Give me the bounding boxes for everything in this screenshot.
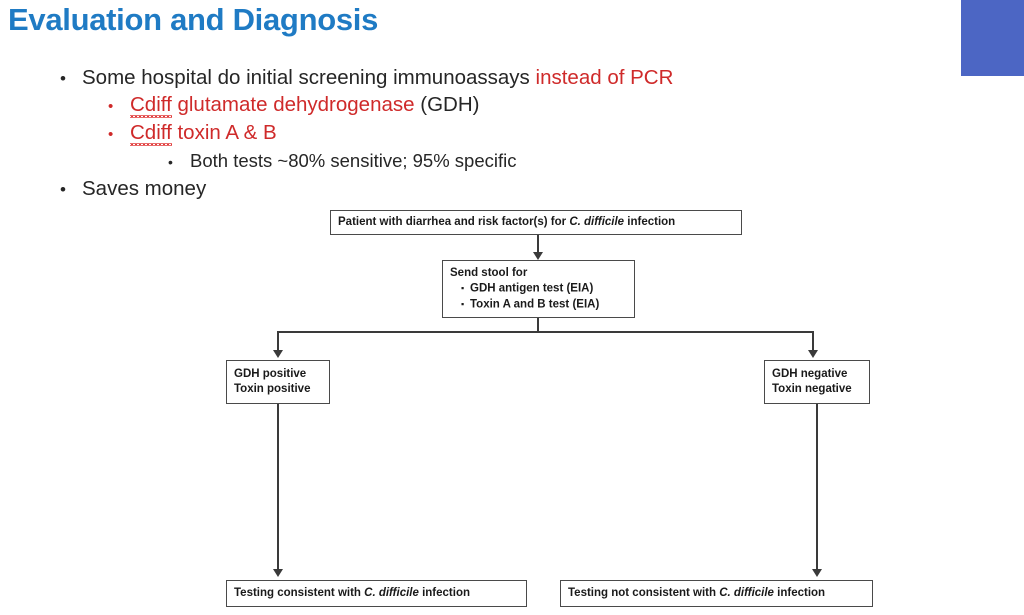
flowchart-node-gdh-positive: GDH positive Toxin positive: [226, 360, 330, 404]
connector-negative-to-result: [816, 404, 818, 570]
text-part-a: Patient with diarrhea and risk factor(s)…: [338, 216, 570, 228]
misspelled-word: Cdiff: [130, 121, 172, 144]
connector-positive-to-result: [277, 404, 279, 570]
flowchart-node-stool-item-text: Toxin A and B test (EIA): [470, 298, 600, 311]
corner-accent-block: [961, 0, 1024, 76]
square-bullet-icon: ▪: [461, 298, 465, 309]
flowchart-node-stool-item: ▪ GDH antigen test (EIA): [450, 281, 627, 297]
text-part-b: infection: [418, 587, 471, 599]
list-item-text-highlight: toxin A & B: [171, 121, 277, 144]
bullet-list: • Some hospital do initial screening imm…: [60, 64, 950, 203]
bullet-marker-icon: •: [60, 180, 66, 199]
list-item-text-highlight: instead of PCR: [535, 66, 674, 89]
list-item: • Cdiff toxin A & B: [60, 120, 950, 148]
flowchart-node-gdh-positive-line2: Toxin positive: [234, 383, 311, 395]
flowchart-node-gdh-negative: GDH negative Toxin negative: [764, 360, 870, 404]
list-item-text: Cdiff glutamate dehydrogenase (GDH): [130, 92, 479, 118]
flowchart-node-gdh-negative-line1: GDH negative: [772, 368, 848, 380]
bullet-marker-icon: •: [60, 69, 66, 88]
flowchart-node-stool-item: ▪ Toxin A and B test (EIA): [450, 297, 627, 313]
arrowhead-icon: [273, 350, 283, 358]
text-part-a: Testing not consistent with: [568, 587, 720, 599]
text-part-a: Testing consistent with: [234, 587, 365, 599]
species-name: C. difficile: [569, 216, 625, 228]
flowchart-node-result-consistent: Testing consistent with C. difficile inf…: [226, 580, 527, 607]
connector-branch-right: [812, 331, 814, 351]
list-item-text-plain: Some hospital do initial screening immun…: [82, 66, 536, 89]
flowchart-node-patient-text: Patient with diarrhea and risk factor(s)…: [338, 215, 734, 230]
arrowhead-icon: [273, 569, 283, 577]
list-item-text: Saves money: [82, 177, 207, 200]
list-item-text: Both tests ~80% sensitive; 95% specific: [190, 150, 517, 171]
list-item-text-highlight: glutamate dehydrogenase: [171, 93, 415, 116]
list-item-text: Some hospital do initial screening immun…: [82, 64, 673, 91]
flowchart-node-send-stool: Send stool for ▪ GDH antigen test (EIA) ▪…: [442, 260, 635, 318]
list-item-text: Cdiff toxin A & B: [130, 120, 277, 146]
text-part-b: infection: [624, 216, 676, 228]
connector-branch-bar: [277, 331, 813, 333]
misspelled-word: Cdiff: [130, 93, 172, 116]
flowchart-node-stool-heading: Send stool for: [450, 266, 528, 279]
connector-branch-left: [277, 331, 279, 351]
flowchart-node-gdh-negative-line2: Toxin negative: [772, 383, 852, 395]
bullet-marker-icon: •: [108, 126, 114, 143]
list-item: • Both tests ~80% sensitive; 95% specifi…: [60, 148, 950, 175]
flowchart-node-result-consistent-text: Testing consistent with C. difficile inf…: [234, 586, 519, 601]
square-bullet-icon: ▪: [461, 282, 465, 293]
list-item: • Saves money: [60, 175, 950, 203]
text-part-b: infection: [773, 587, 826, 599]
flowchart-node-patient: Patient with diarrhea and risk factor(s)…: [330, 210, 742, 235]
connector-patient-to-stool: [537, 235, 539, 253]
flowchart-node-result-not-consistent: Testing not consistent with C. difficile…: [560, 580, 873, 607]
species-name: C. difficile: [719, 587, 774, 599]
bullet-marker-icon: •: [108, 98, 114, 115]
flowchart-node-stool-item-text: GDH antigen test (EIA): [470, 282, 594, 295]
flowchart-node-result-not-consistent-text: Testing not consistent with C. difficile…: [568, 586, 865, 601]
arrowhead-icon: [812, 569, 822, 577]
bullet-marker-icon: •: [168, 154, 173, 170]
arrowhead-icon: [808, 350, 818, 358]
connector-stool-stem: [537, 318, 539, 332]
species-name: C. difficile: [364, 587, 419, 599]
list-item: • Cdiff glutamate dehydrogenase (GDH): [60, 92, 950, 120]
list-item: • Some hospital do initial screening imm…: [60, 64, 950, 92]
arrowhead-icon: [533, 252, 543, 260]
page-title: Evaluation and Diagnosis: [8, 2, 379, 37]
flowchart-node-gdh-positive-line1: GDH positive: [234, 368, 307, 380]
list-item-text-plain: (GDH): [414, 93, 480, 116]
